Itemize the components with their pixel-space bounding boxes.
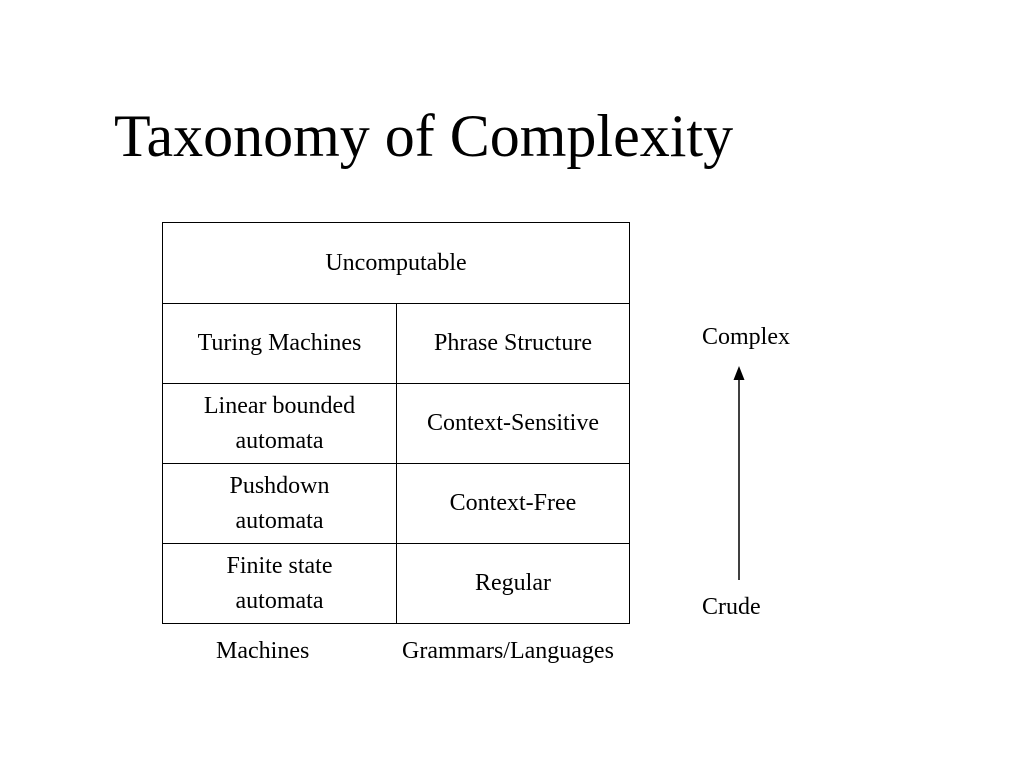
table-row: Finite state automata Regular [163,543,629,623]
cell-machine: Finite state automata [163,544,397,623]
machine-label: Pushdown automata [229,472,330,534]
cell-machine: Linear bounded automata [163,384,397,463]
machine-label: Linear bounded automata [203,392,356,454]
complexity-table: Uncomputable Turing Machines Phrase Stru… [162,222,630,624]
table-row: Linear bounded automata Context-Sensitiv… [163,383,629,463]
grammar-label: Context-Free [449,490,577,516]
machine-label: Turing Machines [197,330,362,356]
scale-label-crude: Crude [702,594,761,620]
cell-uncomputable-text: Uncomputable [325,249,467,276]
scale-label-complex: Complex [702,324,790,350]
cell-grammar: Phrase Structure [397,304,629,383]
cell-machine: Pushdown automata [163,464,397,543]
up-arrow-icon [733,366,745,580]
cell-grammar: Regular [397,544,629,623]
machine-label: Finite state automata [226,552,333,614]
cell-grammar: Context-Free [397,464,629,543]
cell-uncomputable: Uncomputable [163,223,629,303]
table-row: Turing Machines Phrase Structure [163,303,629,383]
cell-machine: Turing Machines [163,304,397,383]
cell-grammar: Context-Sensitive [397,384,629,463]
column-label-machines: Machines [216,638,310,664]
grammar-label: Phrase Structure [434,330,592,356]
grammar-label: Regular [475,570,551,596]
table-row-uncomputable: Uncomputable [163,223,629,303]
slide-title: Taxonomy of Complexity [114,103,734,169]
table-row: Pushdown automata Context-Free [163,463,629,543]
grammar-label: Context-Sensitive [427,410,599,436]
column-label-grammars: Grammars/Languages [402,638,614,664]
